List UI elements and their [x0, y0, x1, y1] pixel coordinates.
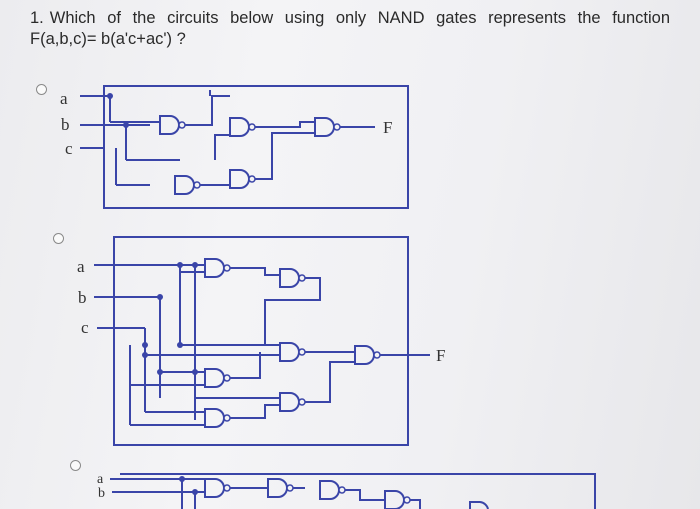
circuit-option-b: [94, 236, 430, 446]
nand-gate: [319, 480, 346, 500]
circuit-option-c: [110, 473, 596, 509]
question-line-1: Which of the circuits below using only N…: [49, 9, 670, 27]
option-b-radio[interactable]: [53, 233, 64, 244]
question-line-2: F(a,b,c)= b(a'c+ac') ?: [30, 30, 186, 48]
circuit-c-frame: [120, 473, 596, 509]
circuit-b-frame: [113, 236, 409, 446]
circuit-option-a: [80, 85, 409, 209]
nand-gate: [204, 368, 231, 388]
option-b-input-label: c: [81, 318, 89, 337]
nand-gate: [229, 169, 256, 189]
nand-gate: [384, 490, 411, 509]
option-b-input-label: b: [78, 288, 87, 307]
nand-gate: [279, 342, 306, 362]
nand-gate: [279, 392, 306, 412]
option-a-input-label: b: [61, 115, 70, 134]
option-a-input-label: a: [60, 89, 68, 108]
option-a-input-label: c: [65, 139, 73, 158]
option-a-output-label: F: [383, 118, 392, 137]
option-c-radio[interactable]: [70, 460, 81, 471]
question-number: 1.: [30, 9, 44, 27]
nand-gate: [267, 478, 294, 498]
nand-gate: [204, 258, 231, 278]
nand-gate: [314, 117, 341, 137]
nand-gate: [204, 408, 231, 428]
nand-gate: [229, 117, 256, 137]
circuit-a-frame: [103, 85, 409, 209]
option-a-radio[interactable]: [36, 84, 47, 95]
nand-gate: [174, 175, 201, 195]
option-b-input-label: a: [77, 257, 85, 276]
nand-gate: [354, 345, 381, 365]
option-b-output-label: F: [436, 346, 445, 365]
nand-gate: [204, 478, 231, 498]
nand-gate: [279, 268, 306, 288]
nand-gate: [159, 115, 186, 135]
option-c-input-label: b: [98, 486, 105, 501]
question-text: 1. Which of the circuits below using only…: [30, 8, 670, 50]
option-c-input-label: a: [97, 472, 104, 487]
